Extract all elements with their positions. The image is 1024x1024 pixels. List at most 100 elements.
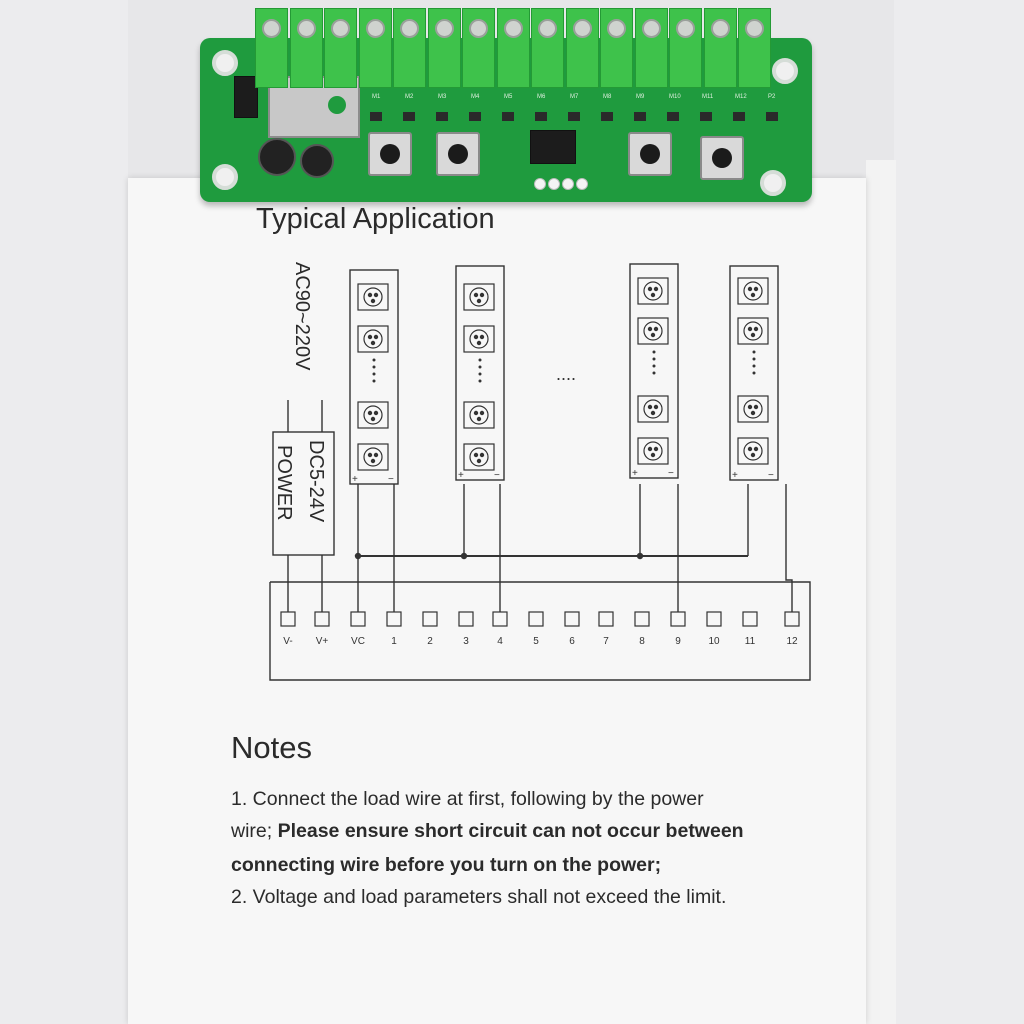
silkscreen-label: P2 [768, 94, 776, 100]
terminal-label: 12 [786, 636, 798, 647]
strip-plus-label: + [352, 474, 358, 485]
screw-icon [745, 19, 764, 38]
screw-icon [607, 19, 626, 38]
screw-terminal [462, 8, 495, 88]
screw-terminal [324, 8, 357, 88]
terminal-box [564, 611, 580, 627]
screw-terminal [703, 8, 737, 88]
note-1-prefix: wire; [231, 820, 278, 842]
led-strip: +− [349, 269, 399, 485]
mount-hole [212, 164, 238, 190]
strip-minus-label: − [668, 468, 674, 479]
screw-icon [400, 19, 419, 38]
silkscreen-label: M9 [636, 94, 645, 100]
paper-edge [866, 160, 896, 1024]
led-chip-icon [637, 395, 669, 423]
screw-terminal [531, 8, 564, 88]
silkscreen-label: M6 [537, 94, 546, 100]
ellipsis-dot [372, 379, 376, 383]
ellipsis-dot [652, 364, 656, 368]
screw-terminal [427, 8, 461, 88]
terminal-label: 11 [745, 636, 756, 647]
screw-icon [538, 19, 557, 38]
power-box-line2: POWER [273, 445, 295, 521]
mosfet-chip [634, 112, 646, 121]
ellipsis-dot [652, 350, 656, 354]
strip-minus-label: − [768, 470, 774, 481]
terminal-box [350, 611, 366, 627]
ellipsis-dot [478, 358, 482, 362]
ellipsis-dot [652, 357, 656, 361]
screw-terminal [565, 8, 599, 88]
screw-icon [365, 19, 385, 38]
screw-icon [469, 19, 488, 38]
mosfet-chip [733, 112, 745, 121]
screw-terminal [634, 8, 668, 88]
screw-icon [296, 19, 316, 38]
terminal-label: V+ [316, 636, 329, 647]
led [562, 178, 574, 190]
silkscreen-label: M5 [504, 94, 513, 100]
screw-terminal [496, 8, 530, 88]
mosfet-chip [436, 112, 448, 121]
ellipsis-dot [372, 365, 376, 369]
screw-icon [641, 19, 661, 38]
terminal-label: 10 [708, 636, 720, 647]
ellipsis-dot [478, 372, 482, 376]
screw-icon [434, 19, 454, 38]
capacitor [258, 138, 296, 176]
screw-terminal [358, 8, 392, 88]
terminal-label: 6 [569, 636, 575, 647]
screw-terminal [738, 8, 771, 88]
note-1-line-1: 1. Connect the load wire at first, follo… [231, 788, 704, 810]
manual-paper [128, 178, 866, 1024]
terminal-label: VC [351, 636, 365, 647]
terminal-label: 9 [675, 636, 681, 647]
terminal-box [422, 611, 438, 627]
mosfet-chip [700, 112, 712, 121]
board-button-4 [700, 136, 744, 180]
ellipsis-dot [652, 371, 656, 375]
led-chip-icon [637, 277, 669, 305]
capacitor [300, 144, 334, 178]
ellipsis-dot [478, 379, 482, 383]
mosfet-chip [370, 112, 382, 121]
more-strips-dots: .... [556, 364, 576, 384]
strip-minus-label: − [388, 474, 394, 485]
led-chip-icon [357, 283, 389, 311]
ellipsis-dot [478, 365, 482, 369]
terminal-label: 1 [391, 636, 397, 647]
note-2: 2. Voltage and load parameters shall not… [231, 886, 727, 908]
terminal-box [742, 611, 758, 627]
background-right [894, 0, 1024, 1024]
wires [269, 400, 811, 681]
mount-hole [760, 170, 786, 196]
led-chip-icon [737, 437, 769, 465]
strip-minus-label: − [494, 470, 500, 481]
led-strip: +− [455, 265, 505, 481]
terminal-box [280, 611, 296, 627]
led-chip-icon [737, 395, 769, 423]
notes-title: Notes [231, 730, 312, 765]
terminal-box [670, 611, 686, 627]
junction-dots [354, 552, 644, 560]
led-strips: +−+−+−+− [349, 263, 779, 485]
screw-icon [503, 19, 523, 38]
mount-hole [772, 58, 798, 84]
screw-icon [262, 19, 281, 38]
terminal-box [492, 611, 508, 627]
mount-hole [212, 50, 238, 76]
terminal-label: 3 [463, 636, 469, 647]
silkscreen-label: M11 [702, 94, 714, 100]
terminal-box [784, 611, 800, 627]
regulator [234, 76, 258, 118]
silkscreen-label: M2 [405, 94, 414, 100]
terminal-box [314, 611, 330, 627]
terminal-label: 5 [533, 636, 539, 647]
terminal-label: 8 [639, 636, 645, 647]
terminal-label: V- [283, 636, 292, 647]
board-button-2 [436, 132, 480, 176]
mosfet-chip [601, 112, 613, 121]
